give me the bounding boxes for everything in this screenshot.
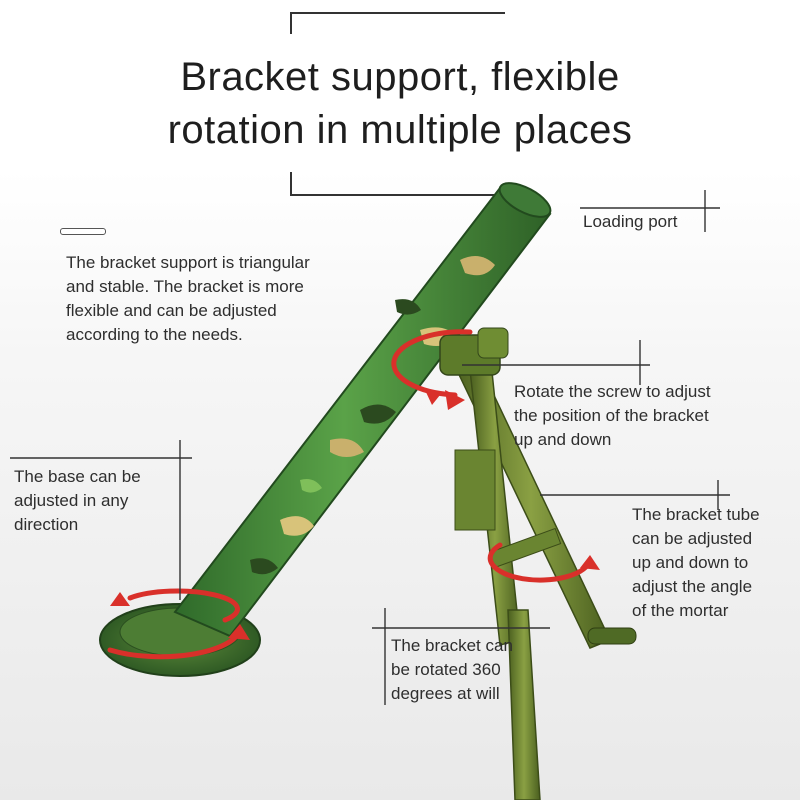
title-frame-bottom-line <box>290 194 505 196</box>
callout-text: direction <box>14 515 79 534</box>
page-title-line-2: rotation in multiple places <box>167 108 633 152</box>
page-title-line-1: Bracket support, flexible <box>180 55 620 99</box>
callout-text: The bracket can <box>391 636 513 655</box>
callout-text: and stable. The bracket is more <box>66 277 304 296</box>
callout-text: be rotated 360 <box>391 660 501 679</box>
callout-screw: Rotate the screw to adjust the position … <box>514 380 711 452</box>
callout-text: up and down to <box>632 553 749 572</box>
leader-lines <box>10 190 730 705</box>
adjustment-screw <box>439 327 509 376</box>
title-frame-top-tick <box>290 12 292 34</box>
callout-text: adjusted in any <box>14 491 129 510</box>
callout-text: The bracket tube <box>632 505 760 524</box>
title-frame-bottom-tick <box>290 172 292 196</box>
callout-text: The bracket support is triangular <box>66 253 310 272</box>
callout-text: the position of the bracket <box>514 406 709 425</box>
callout-base: The base can be adjusted in any directio… <box>14 465 141 537</box>
decorative-tab <box>60 228 106 235</box>
callout-text: up and down <box>514 430 612 449</box>
callout-text: degrees at will <box>391 684 500 703</box>
title-frame-top-line <box>290 12 505 14</box>
rotation-arrows <box>107 329 593 660</box>
callout-text: of the mortar <box>632 601 729 620</box>
callout-loading-port: Loading port <box>583 210 678 234</box>
callout-text: The base can be <box>14 467 141 486</box>
callout-text: can be adjusted <box>632 529 753 548</box>
callout-bracket-tube: The bracket tube can be adjusted up and … <box>632 503 760 623</box>
callout-text: according to the needs. <box>66 325 243 344</box>
callout-text: Rotate the screw to adjust <box>514 382 711 401</box>
arrow-heads <box>110 390 600 640</box>
callout-text: adjust the angle <box>632 577 753 596</box>
callout-rotate-360: The bracket can be rotated 360 degrees a… <box>391 634 513 706</box>
callout-text: Loading port <box>583 212 678 231</box>
callout-triangular-support: The bracket support is triangular and st… <box>66 251 310 347</box>
background-floor <box>0 170 800 800</box>
callout-text: flexible and can be adjusted <box>66 301 277 320</box>
